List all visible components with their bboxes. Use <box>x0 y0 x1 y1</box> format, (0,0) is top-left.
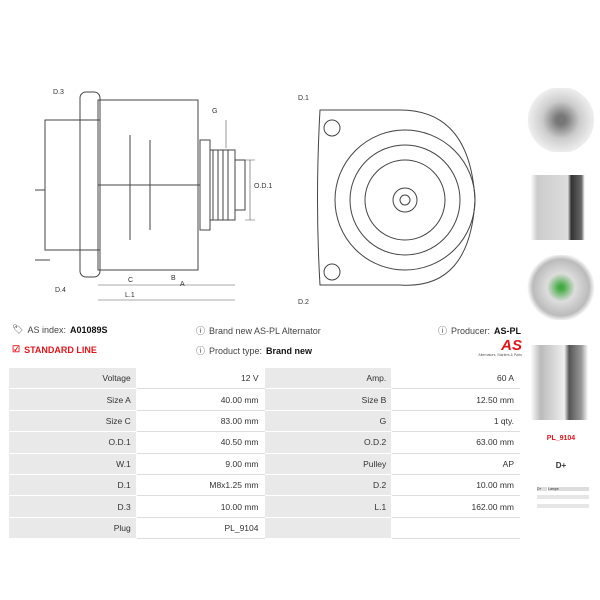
spec-value: 1 qty. <box>391 409 520 433</box>
as-index-value: A01089S <box>69 324 108 335</box>
spec-value: 40.00 mm <box>135 388 265 411</box>
spec-value: 63.00 mm <box>391 431 520 454</box>
info-icon: ⓘ <box>438 326 448 336</box>
label-d2: D.2 <box>298 299 309 306</box>
spec-label: Voltage <box>8 366 137 390</box>
label-od1: O.D.1 <box>254 183 272 190</box>
spec-label: L.1 <box>263 495 393 518</box>
label-c: C <box>128 277 133 284</box>
spec-value: PL_9104 <box>135 516 265 540</box>
spec-value <box>391 516 520 540</box>
as-logo: AS Alternators, Starters & Parts <box>462 338 522 357</box>
spec-value: AP <box>391 452 520 475</box>
description-text: Brand new AS-PL Alternator <box>209 325 321 336</box>
product-photo-front[interactable] <box>527 88 595 152</box>
side-view-drawing: D.3 G O.D.1 D.4 C B A L.1 <box>35 89 272 301</box>
front-view-drawing: D.1 D.2 <box>298 95 476 306</box>
spec-label: G <box>263 409 393 433</box>
spec-label <box>263 516 393 540</box>
spec-value: 40.50 mm <box>135 431 265 454</box>
standard-line: ☑STANDARD LINE <box>12 344 97 355</box>
product-type-value: Brand new <box>266 345 313 356</box>
spec-label: Size B <box>263 388 393 411</box>
label-d4: D.4 <box>55 287 66 294</box>
spec-value: 10.00 mm <box>135 495 265 518</box>
plug-terminal: D+ <box>555 461 567 470</box>
checkbox-icon: ☑ <box>12 344 21 354</box>
product-photo-angle[interactable] <box>527 345 595 420</box>
spec-value: M8x1.25 mm <box>135 473 265 497</box>
spec-label: Size A <box>8 388 137 411</box>
product-photo-side[interactable] <box>527 175 595 240</box>
producer-value: AS-PL <box>494 325 522 336</box>
spec-label: O.D.2 <box>263 431 393 454</box>
label-d3: D.3 <box>53 89 64 96</box>
spec-label: W.1 <box>8 452 137 475</box>
spec-label: D.2 <box>263 473 393 497</box>
info-icon: ⓘ <box>196 346 206 356</box>
spec-label: Plug <box>8 516 137 540</box>
spec-label: Pulley <box>263 452 393 475</box>
pin-cell: D+ <box>537 487 547 491</box>
spec-label: O.D.1 <box>8 431 137 454</box>
spec-value: 162.00 mm <box>391 495 520 518</box>
label-l1: L.1 <box>125 292 135 299</box>
spec-value: 12 V <box>135 366 265 390</box>
line-label: STANDARD LINE <box>24 344 97 355</box>
spec-value: 9.00 mm <box>135 452 265 475</box>
spec-label: D.1 <box>8 473 137 497</box>
as-index-label: AS index: <box>27 324 66 335</box>
plug-pin-table: D+Lampe <box>537 487 589 508</box>
spec-value: 83.00 mm <box>135 409 265 433</box>
product-type-label: Product type: <box>209 345 263 356</box>
spec-value: 60 A <box>391 366 520 390</box>
label-b: B <box>171 275 176 282</box>
tag-icon: 🏷 <box>12 324 24 334</box>
label-g: G <box>212 108 217 115</box>
as-index: 🏷AS index:A01089S <box>12 324 108 335</box>
producer-label: Producer: <box>451 325 491 336</box>
spec-value: 12.50 mm <box>391 388 520 411</box>
spec-label: Size C <box>8 409 137 433</box>
label-d1: D.1 <box>298 95 309 102</box>
label-a: A <box>180 281 185 288</box>
product-photo-rear[interactable] <box>527 255 595 320</box>
logo-tagline: Alternators, Starters & Parts <box>478 353 522 357</box>
spec-label: D.3 <box>8 495 137 518</box>
spec-label: Amp. <box>263 366 393 390</box>
info-icon: ⓘ <box>196 326 206 336</box>
spec-value: 10.00 mm <box>391 473 520 497</box>
plug-name: PL_9104 <box>546 435 576 442</box>
logo-text: AS <box>501 337 522 354</box>
pin-function-cell: Lampe <box>548 487 589 491</box>
